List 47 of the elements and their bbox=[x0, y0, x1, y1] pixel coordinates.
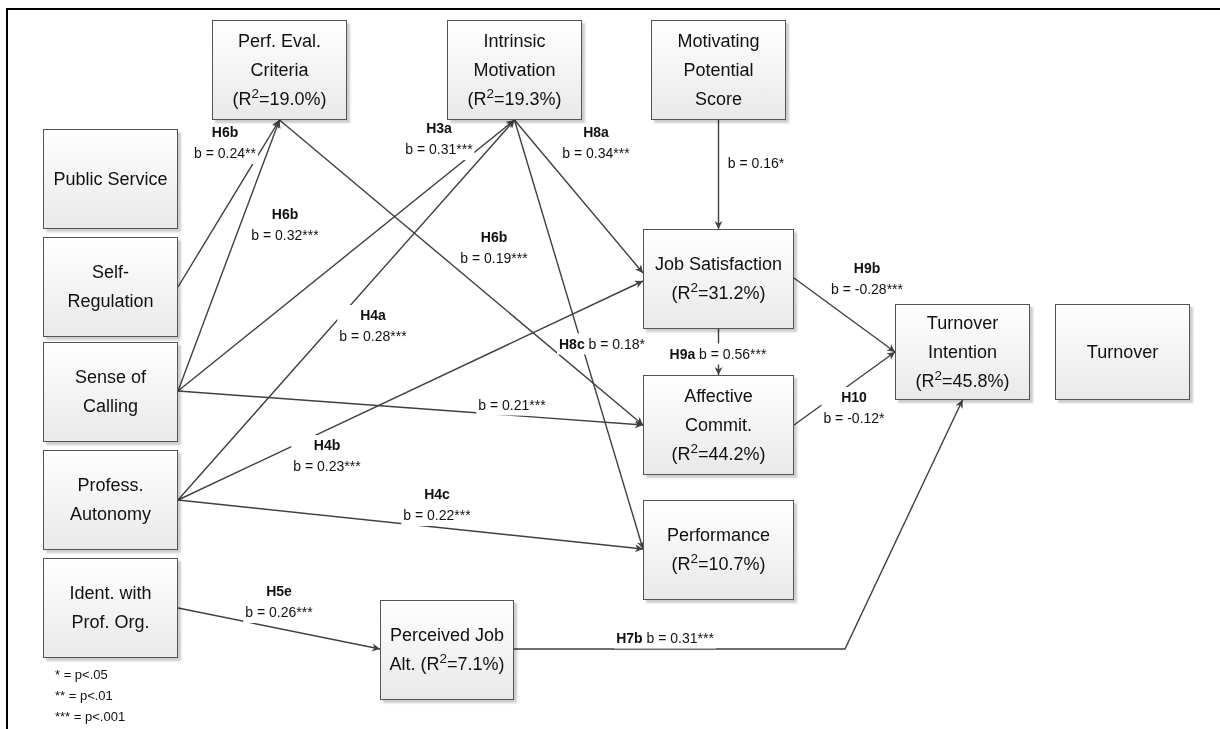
significance-note: * = p<.05 bbox=[55, 666, 109, 684]
arrow bbox=[177, 607, 381, 652]
construct-name: Motivating Potential Score bbox=[676, 29, 761, 111]
edge-label: H9a b = 0.56*** bbox=[667, 343, 769, 365]
construct-name: Ident. with Prof. Org. bbox=[68, 582, 153, 634]
arrow bbox=[177, 119, 281, 288]
arrow bbox=[793, 277, 896, 353]
construct-box bbox=[447, 20, 582, 120]
arrow bbox=[513, 399, 964, 650]
construct-name: Turnover Intention (R$^{2}$=45.8%) bbox=[914, 311, 1011, 393]
arrow bbox=[513, 119, 645, 550]
construct-name: Turnover bbox=[1086, 340, 1159, 364]
arrow bbox=[177, 119, 516, 501]
arrow bbox=[513, 119, 644, 274]
construct-name: Perf. Eval. Criteria (R$^{2}$=19.0%) bbox=[231, 29, 328, 111]
significance-note: *** = p<.001 bbox=[55, 708, 126, 726]
construct-name: Performance (R$^{2}$=10.7%) bbox=[665, 524, 771, 576]
arrow bbox=[278, 119, 644, 426]
construct-box bbox=[651, 20, 786, 120]
construct-box bbox=[1055, 304, 1190, 400]
construct-box bbox=[643, 500, 794, 600]
construct-name: Intrinsic Motivation (R$^{2}$=19.3%) bbox=[466, 29, 563, 111]
construct-name: Job Satisfaction (R$^{2}$=31.2%) bbox=[653, 253, 784, 305]
edge-label: H8c b = 0.18* bbox=[557, 333, 647, 355]
construct-box bbox=[43, 342, 178, 442]
construct-box bbox=[43, 450, 178, 550]
arrow bbox=[714, 119, 723, 230]
construct-box bbox=[43, 558, 178, 658]
arrow bbox=[177, 119, 281, 392]
significance-note: ** = p<.01 bbox=[55, 687, 114, 705]
construct-name: Perceived Job Alt. (R$^{2}$=7.1%) bbox=[389, 624, 505, 676]
construct-name: Self-Regulation bbox=[66, 261, 155, 313]
construct-box bbox=[895, 304, 1030, 400]
arrow bbox=[177, 119, 516, 392]
construct-box bbox=[43, 129, 178, 229]
construct-name: Affective Commit. (R$^{2}$=44.2%) bbox=[670, 384, 767, 466]
construct-box bbox=[43, 237, 178, 337]
construct-box bbox=[643, 229, 794, 329]
construct-box bbox=[212, 20, 347, 120]
construct-box bbox=[643, 375, 794, 475]
construct-name: Profess. Autonomy bbox=[68, 474, 152, 526]
construct-box bbox=[380, 600, 514, 700]
construct-name: Sense of Calling bbox=[73, 366, 148, 418]
construct-name: Public Service bbox=[53, 167, 168, 191]
arrow bbox=[177, 280, 644, 501]
arrow bbox=[177, 499, 644, 553]
arrow bbox=[177, 390, 644, 429]
